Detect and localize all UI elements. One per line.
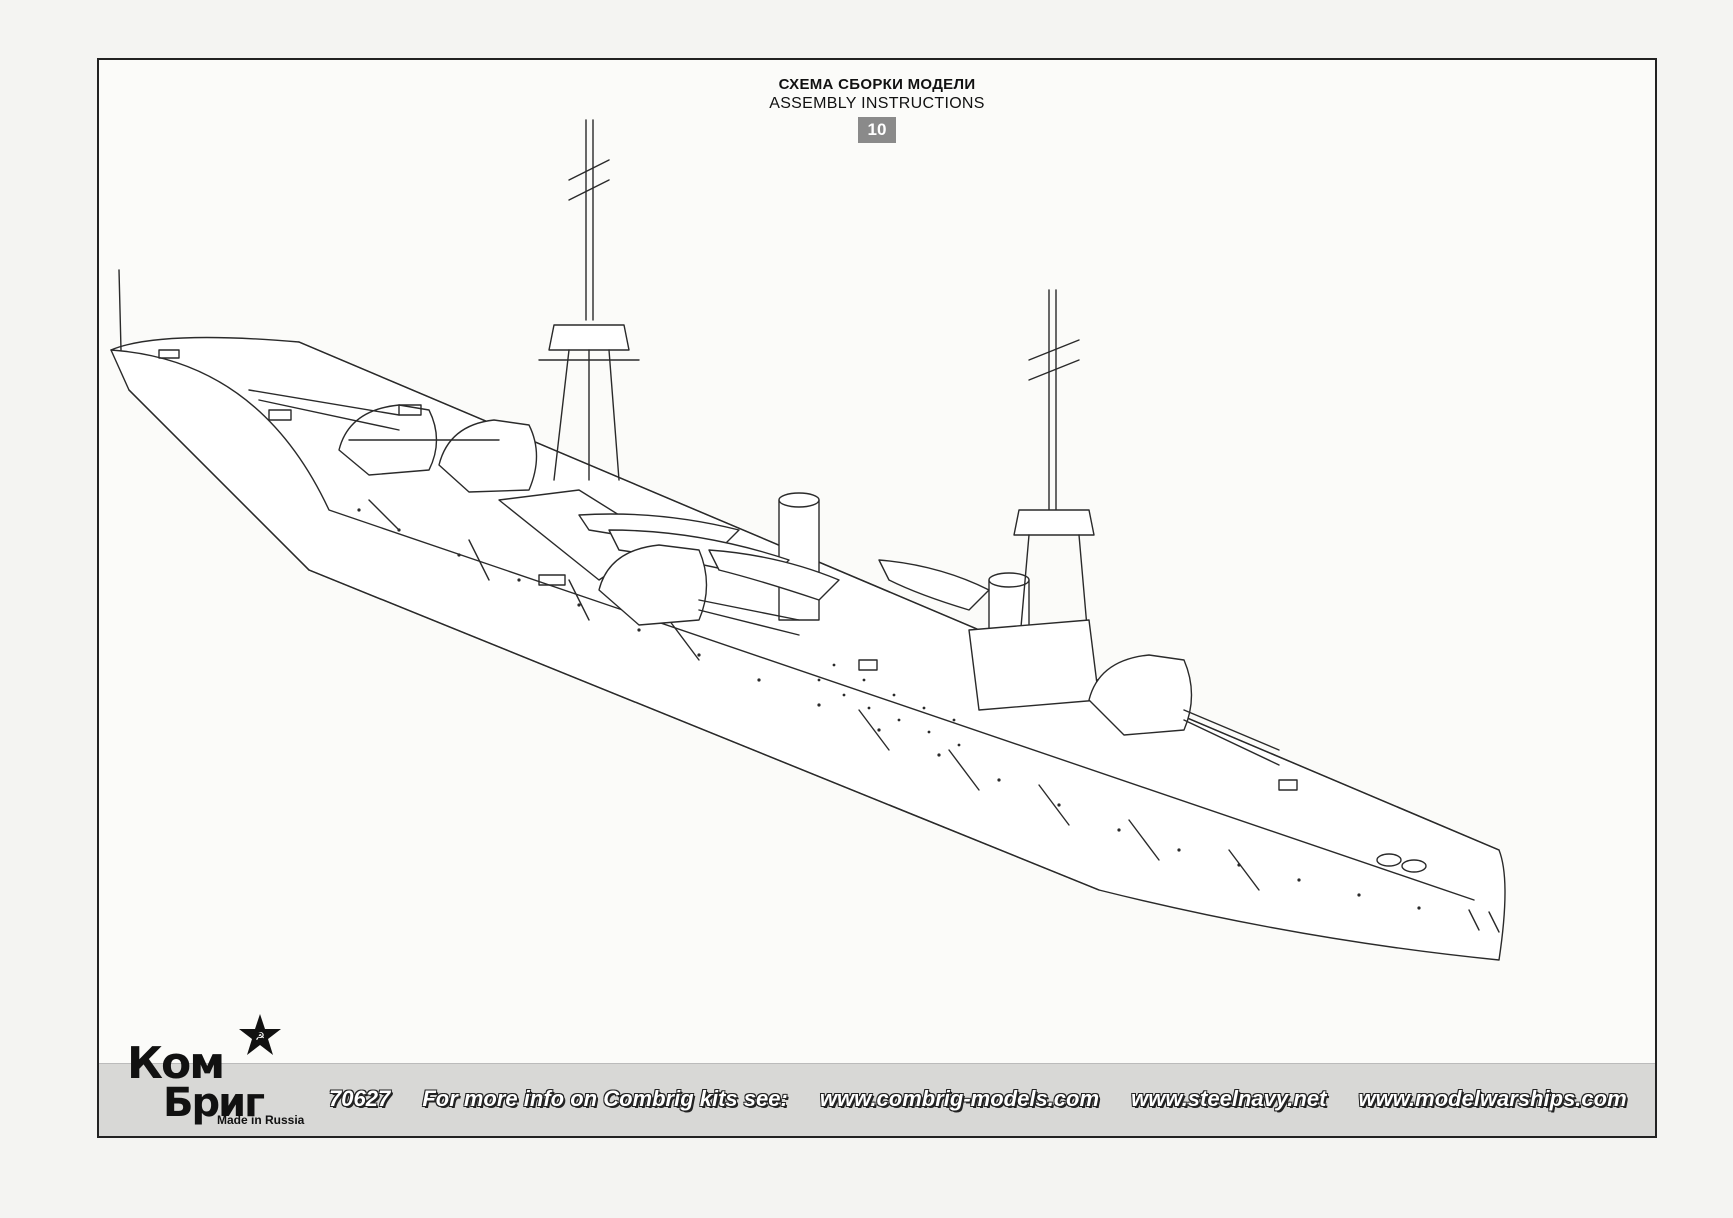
svg-text:☭: ☭ <box>255 1030 265 1043</box>
footer-band: ☭ Ком Бриг Made in Russia 70627 For more… <box>99 1014 1655 1136</box>
link-modelwarships[interactable]: www.modelwarships.com <box>1358 1086 1627 1111</box>
title-english: ASSEMBLY INSTRUCTIONS <box>769 95 985 112</box>
battleship-line-drawing-icon <box>110 119 1506 961</box>
kit-number: 70627 <box>329 1086 391 1111</box>
instruction-sheet-frame: СХЕМА СБОРКИ МОДЕЛИ ASSEMBLY INSTRUCTION… <box>97 58 1657 1138</box>
page-number-badge: 10 <box>858 117 896 143</box>
link-steelnavy[interactable]: www.steelnavy.net <box>1131 1086 1327 1111</box>
made-in-russia-label: Made in Russia <box>217 1113 305 1127</box>
logo-line-1: Ком <box>127 1038 225 1089</box>
title-russian: СХЕМА СБОРКИ МОДЕЛИ <box>778 76 976 93</box>
sheet-header: СХЕМА СБОРКИ МОДЕЛИ ASSEMBLY INSTRUCTION… <box>99 76 1655 143</box>
combrig-logo: ☭ Ком Бриг Made in Russia <box>127 1012 307 1132</box>
footer-text: 70627 For more info on Combrig kits see:… <box>329 1086 1653 1112</box>
logo-line-2: Бриг <box>163 1080 265 1126</box>
star-icon: ☭ <box>239 1014 281 1055</box>
info-text: For more info on Combrig kits see: <box>422 1086 788 1111</box>
link-combrig[interactable]: www.combrig-models.com <box>819 1086 1100 1111</box>
